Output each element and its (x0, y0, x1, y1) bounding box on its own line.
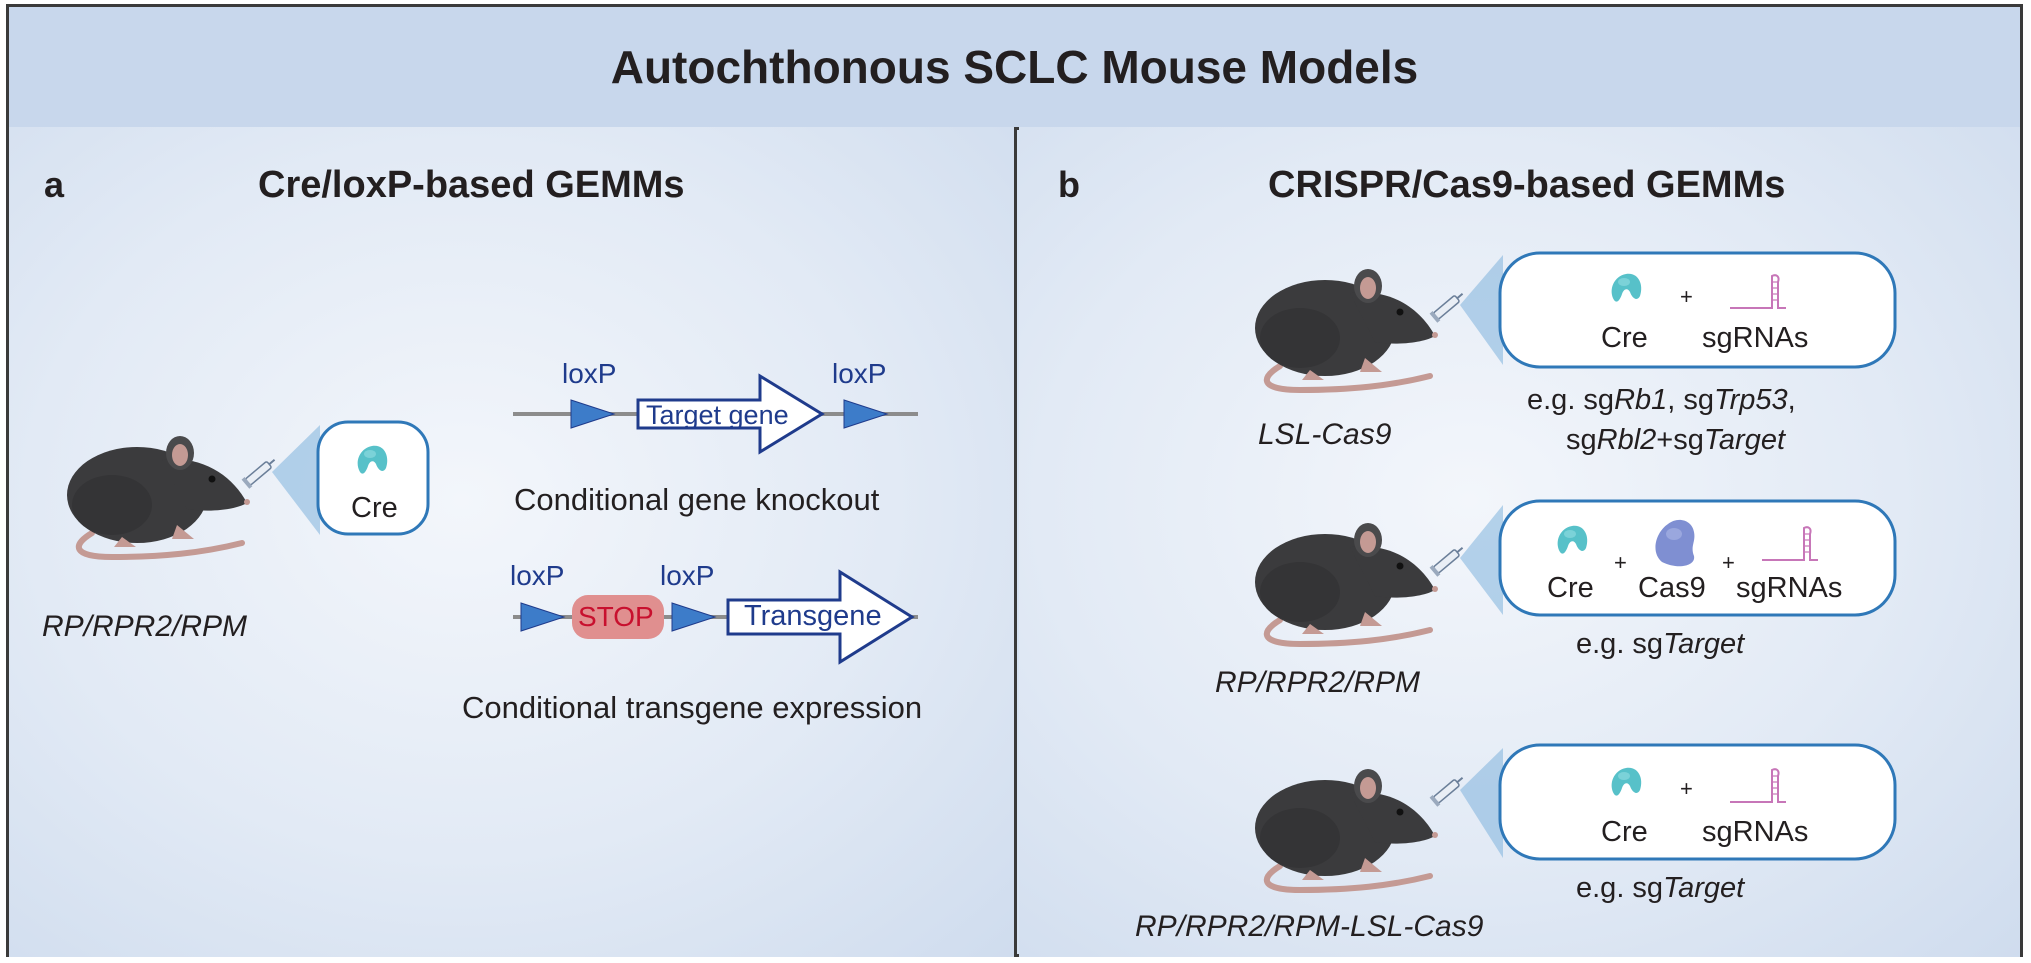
panel-a (9, 127, 1016, 957)
mouse-icon (67, 436, 250, 557)
model-2-example: e.g. sgTarget (1576, 628, 1744, 661)
panel-b-letter: b (1058, 164, 1080, 205)
target-gene-label: Target gene (646, 400, 789, 430)
panel-b-heading: CRISPR/Cas9-based GEMMs (1268, 164, 1786, 206)
panel-a-letter: a (44, 164, 65, 205)
cre-label: Cre (1547, 572, 1594, 604)
plus-sign: + (1722, 550, 1735, 575)
mouse-icon (1255, 269, 1438, 390)
gene-arrow-icon (726, 569, 915, 665)
transgene-label: Transgene (744, 600, 882, 632)
injection-cone (1460, 255, 1503, 365)
transgene-caption: Conditional transgene expression (462, 690, 923, 725)
plus-sign: + (1614, 550, 1627, 575)
gene-arrow-icon (636, 373, 825, 455)
loxp-label: loxP (510, 560, 565, 591)
plus-sign: + (1680, 776, 1693, 801)
loxp-triangle-icon (671, 602, 717, 632)
model-2-mouse-label: RP/RPR2/RPM (1215, 666, 1421, 699)
model-1-example-line1: e.g. sgRb1, sgTrp53, (1527, 384, 1796, 417)
title-bar: Autochthonous SCLC Mouse Models (6, 4, 2023, 130)
model-1-example-line2: sgRbl2+sgTarget (1566, 424, 1785, 457)
mouse-icon (1255, 769, 1438, 890)
gene-name: Target (1663, 628, 1745, 660)
text-run: , (1787, 384, 1796, 416)
gene-name: Target (1663, 872, 1745, 904)
figure-title: Autochthonous SCLC Mouse Models (610, 41, 1419, 93)
cre-label: Cre (1601, 816, 1648, 848)
stop-label: STOP (578, 601, 654, 632)
vector-box-1 (1498, 251, 1897, 369)
sgrna-label: sgRNAs (1736, 572, 1843, 604)
sgrna-label: sgRNAs (1702, 816, 1809, 848)
loxp-label: loxP (562, 358, 617, 389)
syringe-icon (1428, 542, 1468, 578)
loxp-triangle-icon (520, 602, 566, 632)
model-1-mouse-label: LSL-Cas9 (1258, 418, 1392, 451)
text-run: e.g. sg (1576, 872, 1664, 904)
loxp-label: loxP (660, 560, 715, 591)
loxp-label: loxP (832, 358, 887, 389)
cre-box (316, 420, 430, 536)
text-run: , sg (1667, 384, 1715, 416)
vector-box-3 (1498, 743, 1897, 861)
stop-cassette (572, 595, 664, 639)
panel-divider (1014, 127, 1017, 957)
model-3-mouse-label: RP/RPR2/RPM-LSL-Cas9 (1135, 910, 1484, 943)
text-run: e.g. sg (1576, 628, 1664, 660)
cre-label: Cre (1601, 322, 1648, 354)
knockout-caption: Conditional gene knockout (514, 482, 880, 517)
loxp-triangle-icon (843, 399, 889, 429)
injection-cone (272, 425, 320, 535)
cre-label: Cre (351, 492, 398, 524)
plus-sign: + (1680, 284, 1693, 309)
injection-cone (1460, 505, 1503, 615)
text-run: +sg (1656, 424, 1704, 456)
loxp-triangle-icon (570, 399, 616, 429)
vector-box-2 (1498, 499, 1897, 617)
injection-cone (1460, 748, 1503, 858)
gene-name: Rb1 (1614, 384, 1668, 416)
model-3-example: e.g. sgTarget (1576, 872, 1744, 905)
cas9-label: Cas9 (1638, 572, 1706, 604)
mouse-label: RP/RPR2/RPM (42, 610, 248, 643)
text-run: sg (1566, 424, 1597, 456)
text-run: e.g. sg (1527, 384, 1615, 416)
mouse-icon (1255, 523, 1438, 644)
panel-a-heading: Cre/loxP-based GEMMs (258, 164, 685, 206)
sgrna-label: sgRNAs (1702, 322, 1809, 354)
gene-name: Target (1703, 424, 1786, 456)
gene-name: Rbl2 (1596, 424, 1657, 456)
gene-name: Trp53 (1714, 384, 1788, 416)
